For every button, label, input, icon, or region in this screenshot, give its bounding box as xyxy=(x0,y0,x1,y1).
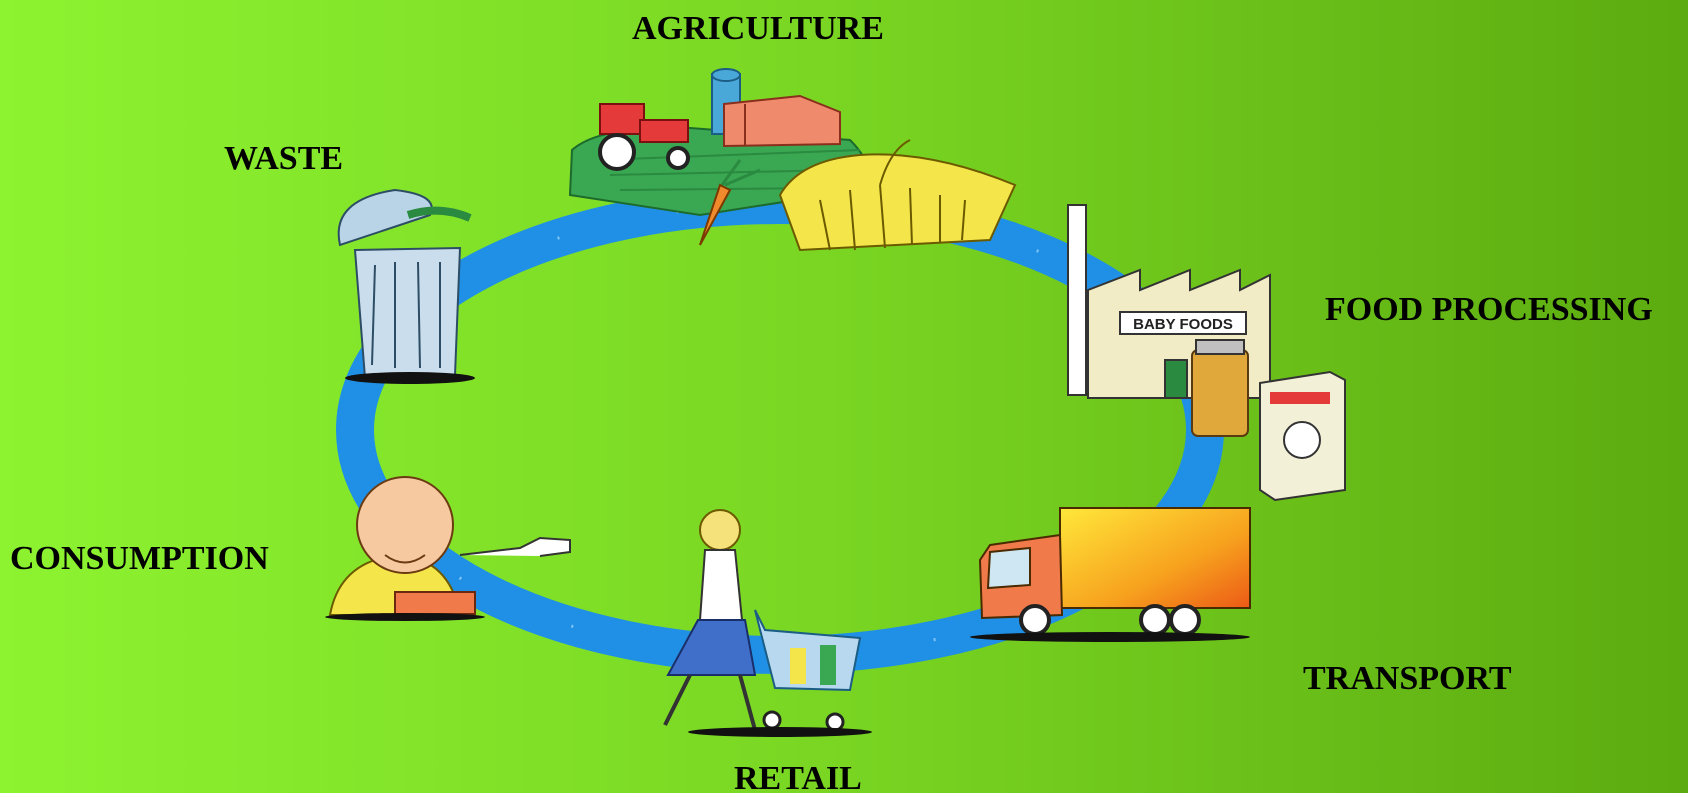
tractor-icon xyxy=(598,103,690,171)
waste-bin-illustration xyxy=(337,188,475,384)
factory-illustration: BABY FOODS xyxy=(1067,204,1346,502)
spoon-icon xyxy=(459,536,571,557)
stage-label-agriculture: AGRICULTURE xyxy=(632,10,884,47)
shopping-cart-icon xyxy=(754,609,862,732)
wheat-bundle-icon xyxy=(778,139,1017,252)
stage-label-food-processing: FOOD PROCESSING xyxy=(1325,291,1653,328)
factory-sign xyxy=(1119,311,1247,335)
barn-icon xyxy=(723,94,841,148)
stage-label-waste: WASTE xyxy=(224,140,344,177)
truck-illustration xyxy=(970,507,1251,642)
shopper-illustration xyxy=(663,509,872,737)
stage-label-retail: RETAIL xyxy=(734,760,862,797)
factory-sign-text: BABY FOODS xyxy=(1133,316,1233,333)
baby-eating-illustration xyxy=(325,476,571,621)
stage-label-consumption: CONSUMPTION xyxy=(10,540,269,577)
cereal-box-icon xyxy=(1259,370,1346,502)
stage-label-transport: TRANSPORT xyxy=(1303,660,1512,697)
bowl-icon xyxy=(394,591,476,615)
baby-food-jar-icon xyxy=(1191,339,1249,437)
carrot-icon xyxy=(699,159,761,246)
agriculture-illustration xyxy=(568,68,1017,252)
